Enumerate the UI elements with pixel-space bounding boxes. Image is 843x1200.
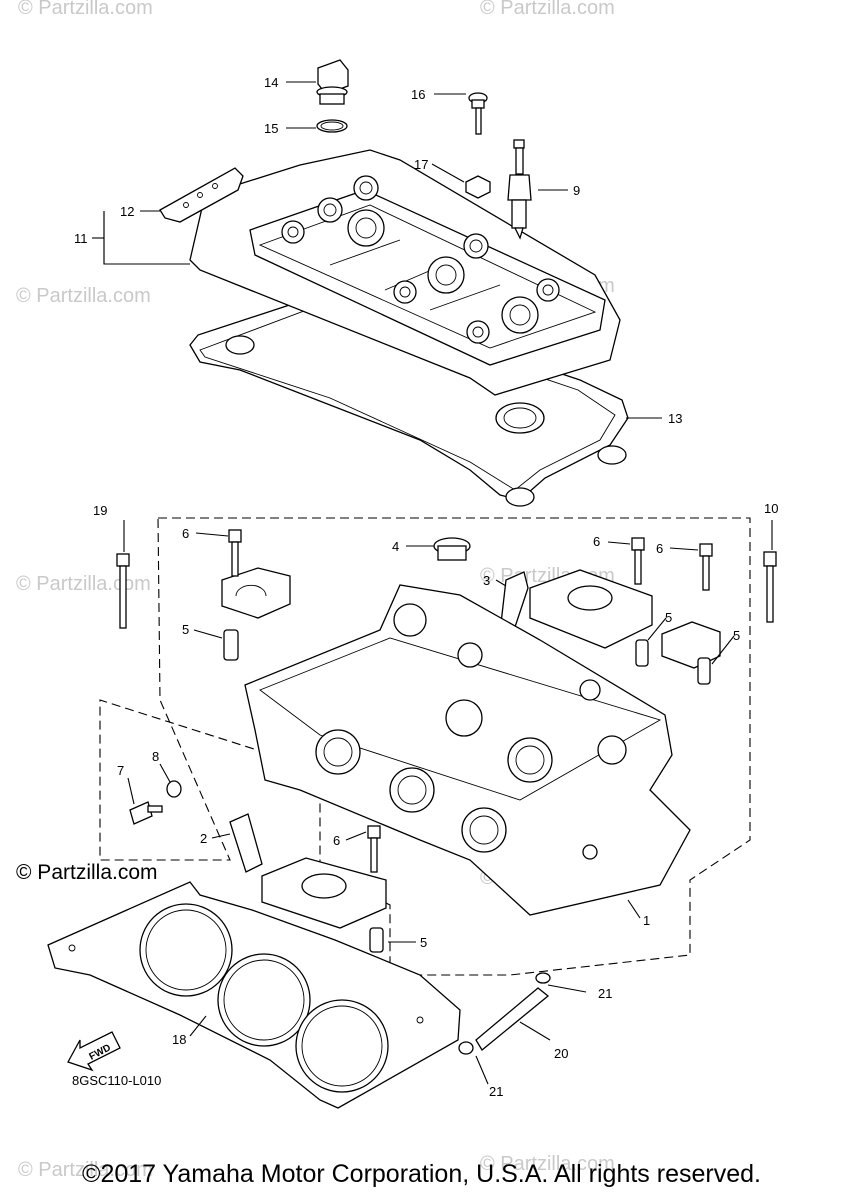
valve-cover-gasket	[189, 294, 629, 507]
callout-18: 18	[172, 1032, 186, 1047]
callout-14: 14	[264, 75, 278, 90]
watermark-text: © Partzilla.com	[480, 1153, 615, 1175]
fwd-arrow-icon: FWD	[67, 1031, 121, 1072]
small-parts	[129, 537, 529, 873]
callout-6b: 6	[593, 534, 600, 549]
callout-6c: 6	[656, 541, 663, 556]
camshaft-cap-lower	[261, 857, 387, 929]
callout-20: 20	[554, 1046, 568, 1061]
callout-3: 3	[483, 573, 490, 588]
cylinder-head	[244, 584, 691, 916]
dowel-pins	[223, 629, 711, 953]
camshaft-cap-upper-right	[529, 569, 653, 649]
cylinder-head-gasket	[47, 881, 461, 1109]
callout-5b: 5	[665, 610, 672, 625]
head-bolts	[116, 551, 777, 629]
watermark-text: © Partzilla.com	[18, 0, 153, 19]
partzilla-logo: © Partzilla.com	[16, 861, 158, 884]
callout-12: 12	[120, 204, 134, 219]
callout-4: 4	[392, 539, 399, 554]
callout-13: 13	[668, 411, 682, 426]
camshaft-cap-right	[661, 621, 721, 669]
cylinder-head-cover	[189, 149, 621, 396]
watermark-text: © Partzilla.com	[480, 0, 615, 19]
callout-numbers: 14 15 16 17 9 12 11 13 4 3 6 6 6 6 5 5 5…	[74, 75, 778, 1099]
callout-5d: 5	[420, 935, 427, 950]
callout-21b: 21	[489, 1084, 503, 1099]
callout-9: 9	[573, 183, 580, 198]
leader-lines	[92, 81, 773, 1085]
callout-5a: 5	[182, 622, 189, 637]
callout-10: 10	[764, 501, 778, 516]
callout-8: 8	[152, 749, 159, 764]
watermark-text: © Partzilla.com	[16, 285, 151, 307]
callout-2: 2	[200, 831, 207, 846]
callout-6d: 6	[333, 833, 340, 848]
callout-7: 7	[117, 763, 124, 778]
callout-16: 16	[411, 87, 425, 102]
cam-cap-bolts	[228, 529, 713, 873]
kit-outline	[99, 517, 751, 976]
watermark-text: © Partzilla.com	[18, 1159, 153, 1181]
callout-19: 19	[93, 503, 107, 518]
callout-17: 17	[414, 157, 428, 172]
cover-bolt-and-plug	[465, 92, 532, 240]
copyright-notice: ©2017 Yamaha Motor Corporation, U.S.A. A…	[82, 1160, 761, 1188]
callout-15: 15	[264, 121, 278, 136]
breather-hose	[458, 972, 551, 1055]
camshaft-cap-left	[221, 567, 291, 619]
diagram-code: 8GSC110-L010	[72, 1073, 162, 1088]
callout-21a: 21	[598, 986, 612, 1001]
oil-filler-cap	[316, 59, 349, 133]
callout-1: 1	[643, 913, 650, 928]
breather-bracket	[159, 167, 244, 223]
watermark-text: © Partzilla.com	[16, 573, 151, 595]
callout-6a: 6	[182, 526, 189, 541]
callout-11: 11	[74, 231, 88, 246]
callout-5c: 5	[733, 628, 740, 643]
